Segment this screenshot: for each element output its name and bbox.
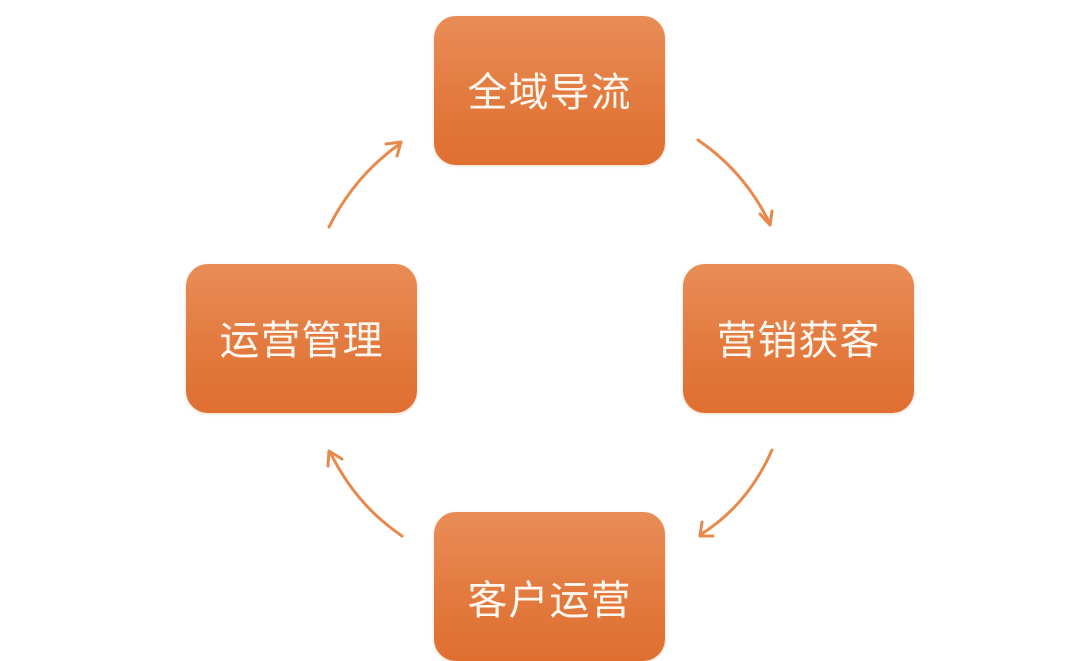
arrow-right-to-bottom-icon [698, 448, 774, 538]
arrow-top-to-right-icon [696, 138, 774, 227]
node-label: 运营管理 [219, 317, 384, 364]
node-quanyu-daoliu: 全域导流 [434, 16, 665, 165]
arrow-bottom-to-left-icon [326, 449, 404, 538]
node-yingxiao-huoke: 营销获客 [683, 264, 914, 413]
node-label: 客户运营 [467, 577, 632, 624]
node-kehu-yunying: 客户运营 [434, 512, 665, 661]
arrow-left-to-top-icon [327, 140, 403, 229]
node-label: 全域导流 [467, 69, 632, 116]
node-yunying-guanli: 运营管理 [186, 264, 417, 413]
node-label: 营销获客 [716, 317, 881, 364]
